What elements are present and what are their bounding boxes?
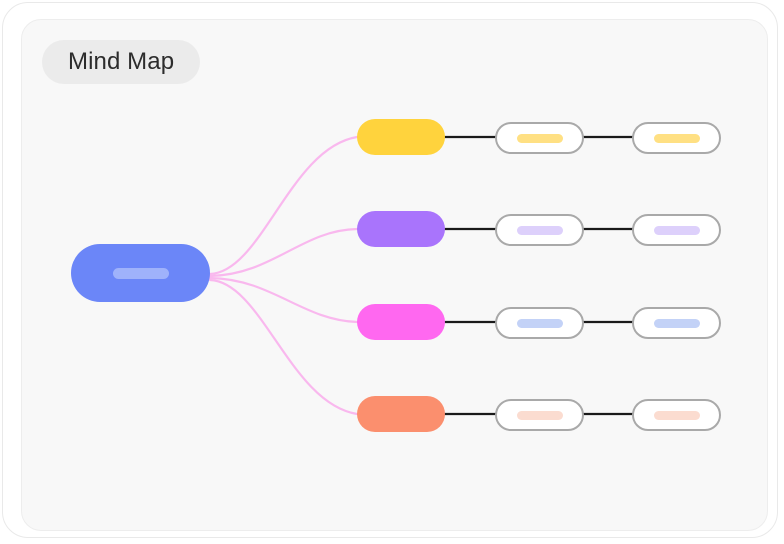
- branch-node-pink[interactable]: [357, 304, 445, 340]
- mind-map-title-badge[interactable]: Mind Map: [42, 40, 201, 84]
- leaf-label-bar: [516, 133, 563, 143]
- connector-layer: [208, 135, 635, 416]
- leaf-node-yellow-2[interactable]: [632, 122, 721, 154]
- leaf-node-purple-1[interactable]: [495, 214, 584, 246]
- curve-to-branch-yellow: [208, 135, 359, 276]
- leaf-node-orange-2[interactable]: [632, 399, 721, 431]
- leaf-label-bar: [653, 318, 700, 328]
- leaf-node-pink-1[interactable]: [495, 307, 584, 339]
- window-frame: Mind Map: [2, 2, 778, 538]
- leaf-label-bar: [653, 225, 700, 235]
- leaf-node-pink-2[interactable]: [632, 307, 721, 339]
- leaf-node-orange-1[interactable]: [495, 399, 584, 431]
- leaf-node-purple-2[interactable]: [632, 214, 721, 246]
- branch-node-yellow[interactable]: [357, 119, 445, 155]
- leaf-label-bar: [516, 225, 563, 235]
- leaf-label-bar: [653, 133, 700, 143]
- curve-to-branch-purple: [208, 227, 359, 278]
- branch-leaf-connectors: [444, 135, 635, 416]
- leaf-label-bar: [653, 410, 700, 420]
- root-branch-curves: [208, 135, 359, 416]
- leaf-label-bar: [516, 410, 563, 420]
- branch-node-orange[interactable]: [357, 396, 445, 432]
- branch-node-purple[interactable]: [357, 211, 445, 247]
- curve-to-branch-orange: [208, 278, 359, 416]
- curve-to-branch-pink: [208, 276, 359, 324]
- leaf-label-bar: [516, 318, 563, 328]
- page-title: Mind Map: [68, 48, 175, 75]
- root-node-label-bar: [112, 267, 169, 279]
- leaf-node-yellow-1[interactable]: [495, 122, 584, 154]
- mind-map-canvas[interactable]: Mind Map: [21, 19, 768, 531]
- root-node[interactable]: [71, 244, 210, 302]
